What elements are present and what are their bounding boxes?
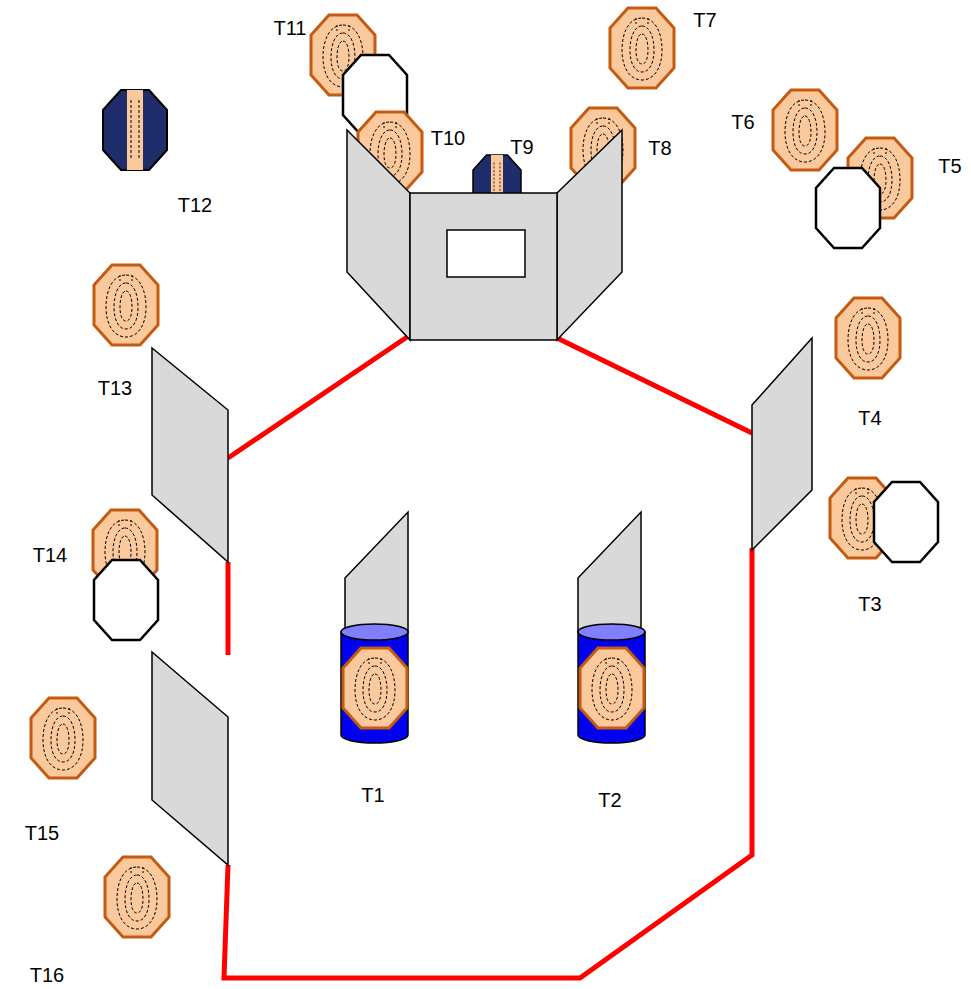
target-label: T14 [33,545,67,565]
target [31,8,938,937]
target-label: T4 [858,408,881,428]
target [343,648,644,728]
target-label: T12 [178,195,212,215]
target-label: T3 [858,594,881,614]
window [447,230,525,277]
target-label: T1 [361,785,384,805]
target-label: T9 [510,137,533,157]
target-label: T5 [938,156,961,176]
target-label: T2 [598,790,621,810]
target-label: T10 [431,128,465,148]
target-label: T6 [731,112,754,132]
target-label: T13 [98,378,132,398]
target-label: T7 [693,10,716,30]
target-label: T11 [274,18,307,38]
target-label: T15 [25,823,59,843]
target-label: T16 [30,965,64,985]
wall [152,130,812,865]
fault-line [224,335,752,978]
barrel [341,624,645,743]
target-label: T8 [648,138,671,158]
